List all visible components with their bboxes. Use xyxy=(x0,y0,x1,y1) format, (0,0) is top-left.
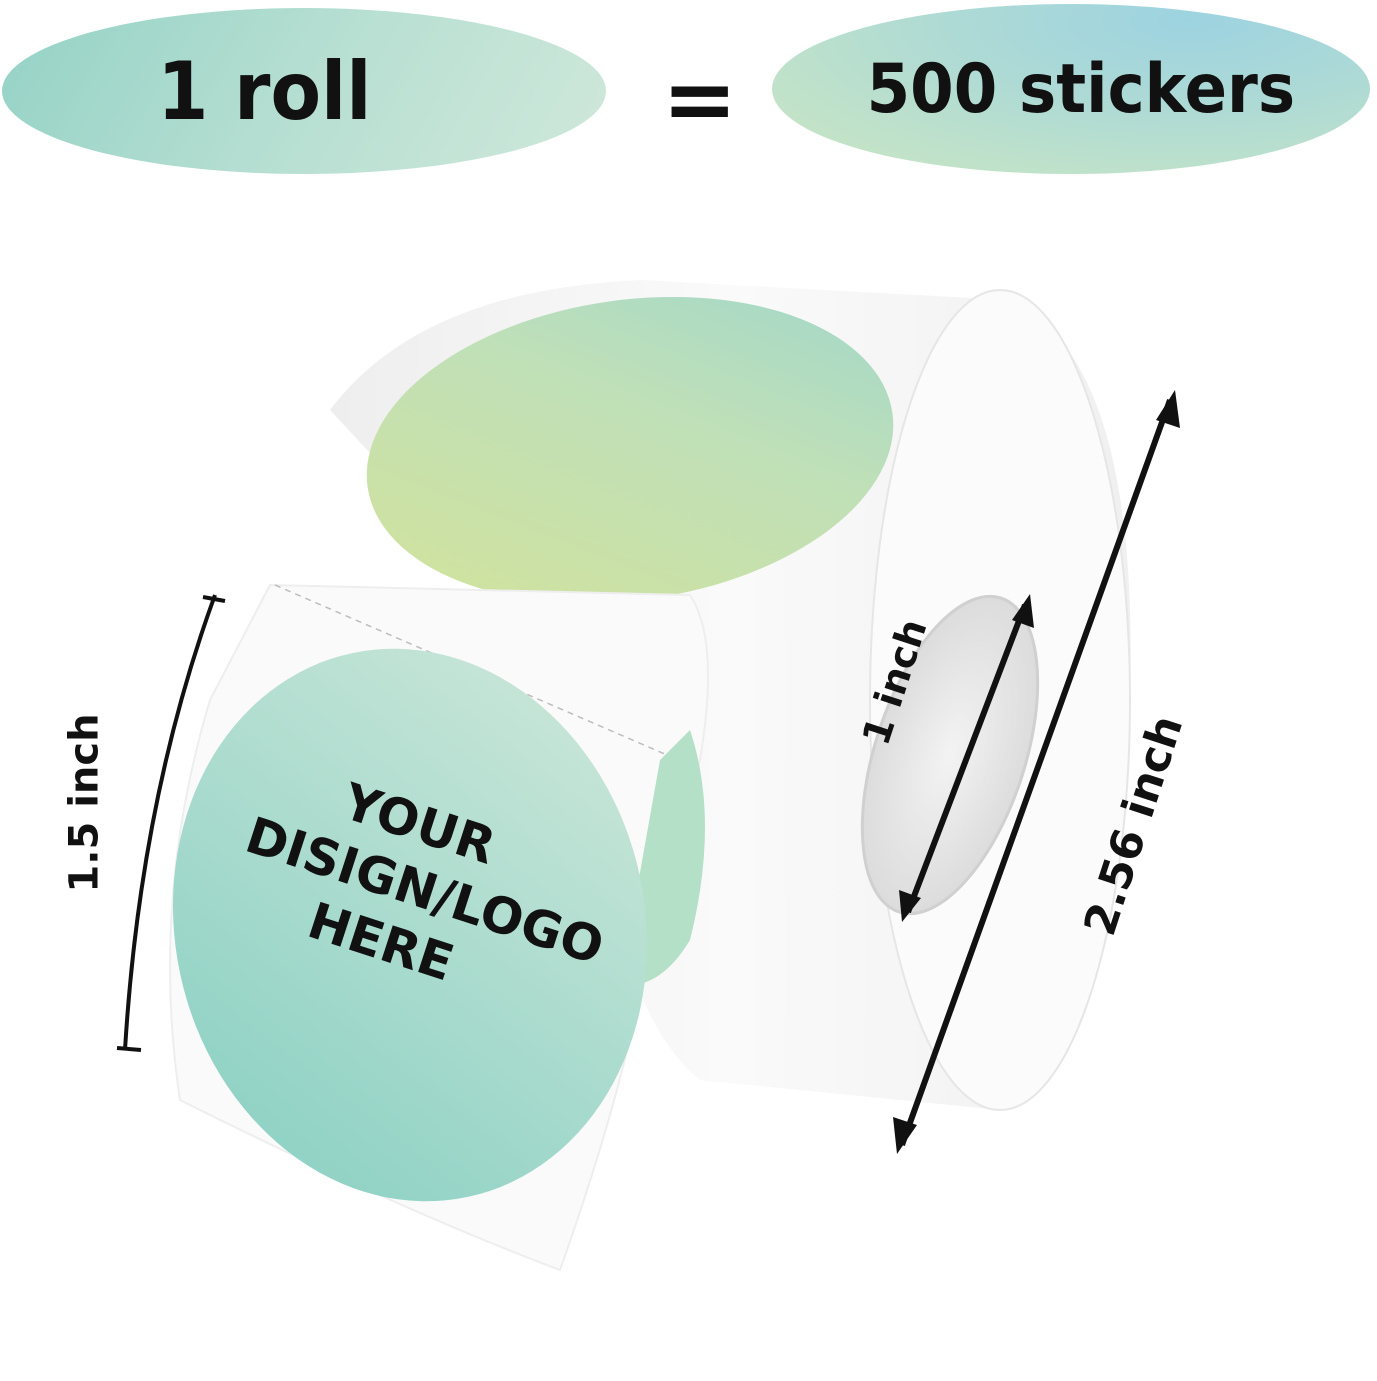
roll-oval: 1 roll xyxy=(2,8,606,174)
roll-core xyxy=(860,594,1040,916)
front-sticker xyxy=(172,648,648,1202)
stickers-label: 500 stickers xyxy=(866,49,1296,129)
equals-sign: = xyxy=(662,47,738,152)
roll-sticker xyxy=(366,296,894,604)
roll-label: 1 roll xyxy=(156,44,372,138)
sticker-diameter-label: 1.5 inch xyxy=(61,713,108,893)
stickers-oval: 500 stickers xyxy=(772,4,1370,174)
